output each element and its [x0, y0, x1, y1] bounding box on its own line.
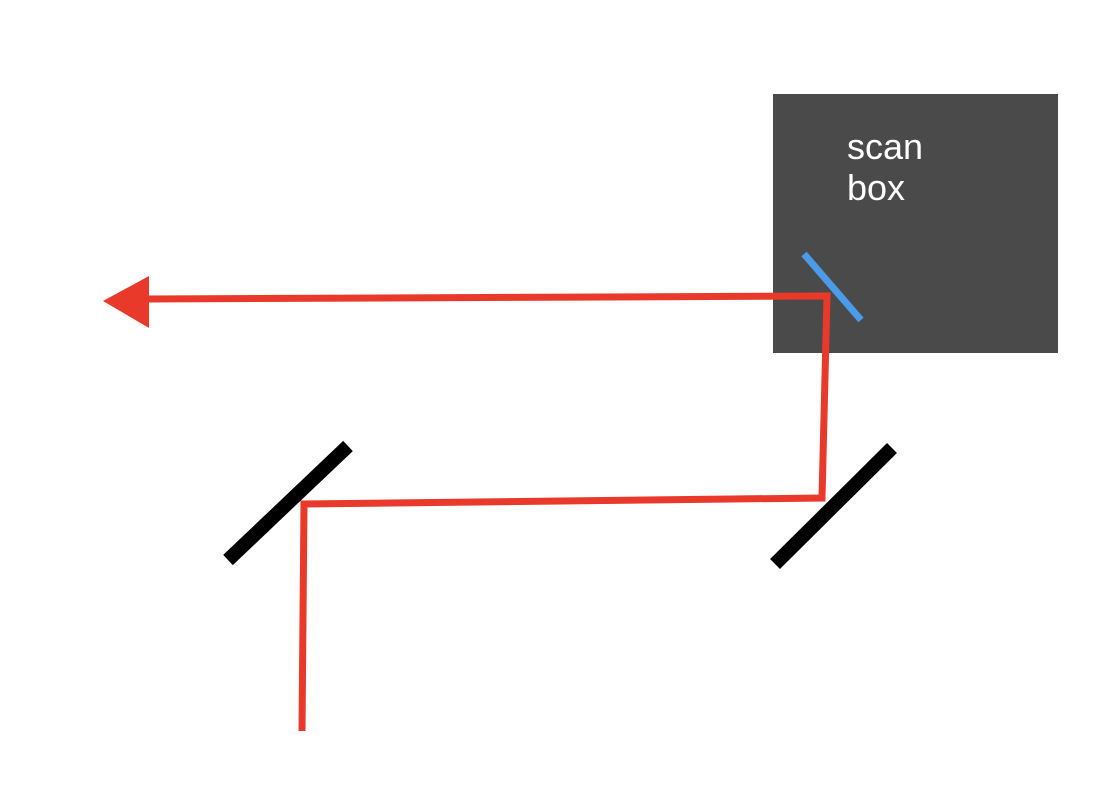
laser-beam-path [147, 292, 831, 732]
scan-box: scan box [773, 94, 1058, 353]
scan-box-body [773, 94, 1058, 353]
scan-box-label-line-2: box [847, 167, 905, 208]
scan-box-label-line-1: scan [847, 126, 923, 167]
mirror-right [770, 443, 897, 569]
scan-mirror [801, 251, 864, 323]
arrow-left-icon [103, 276, 149, 328]
mirror-left [223, 440, 353, 566]
